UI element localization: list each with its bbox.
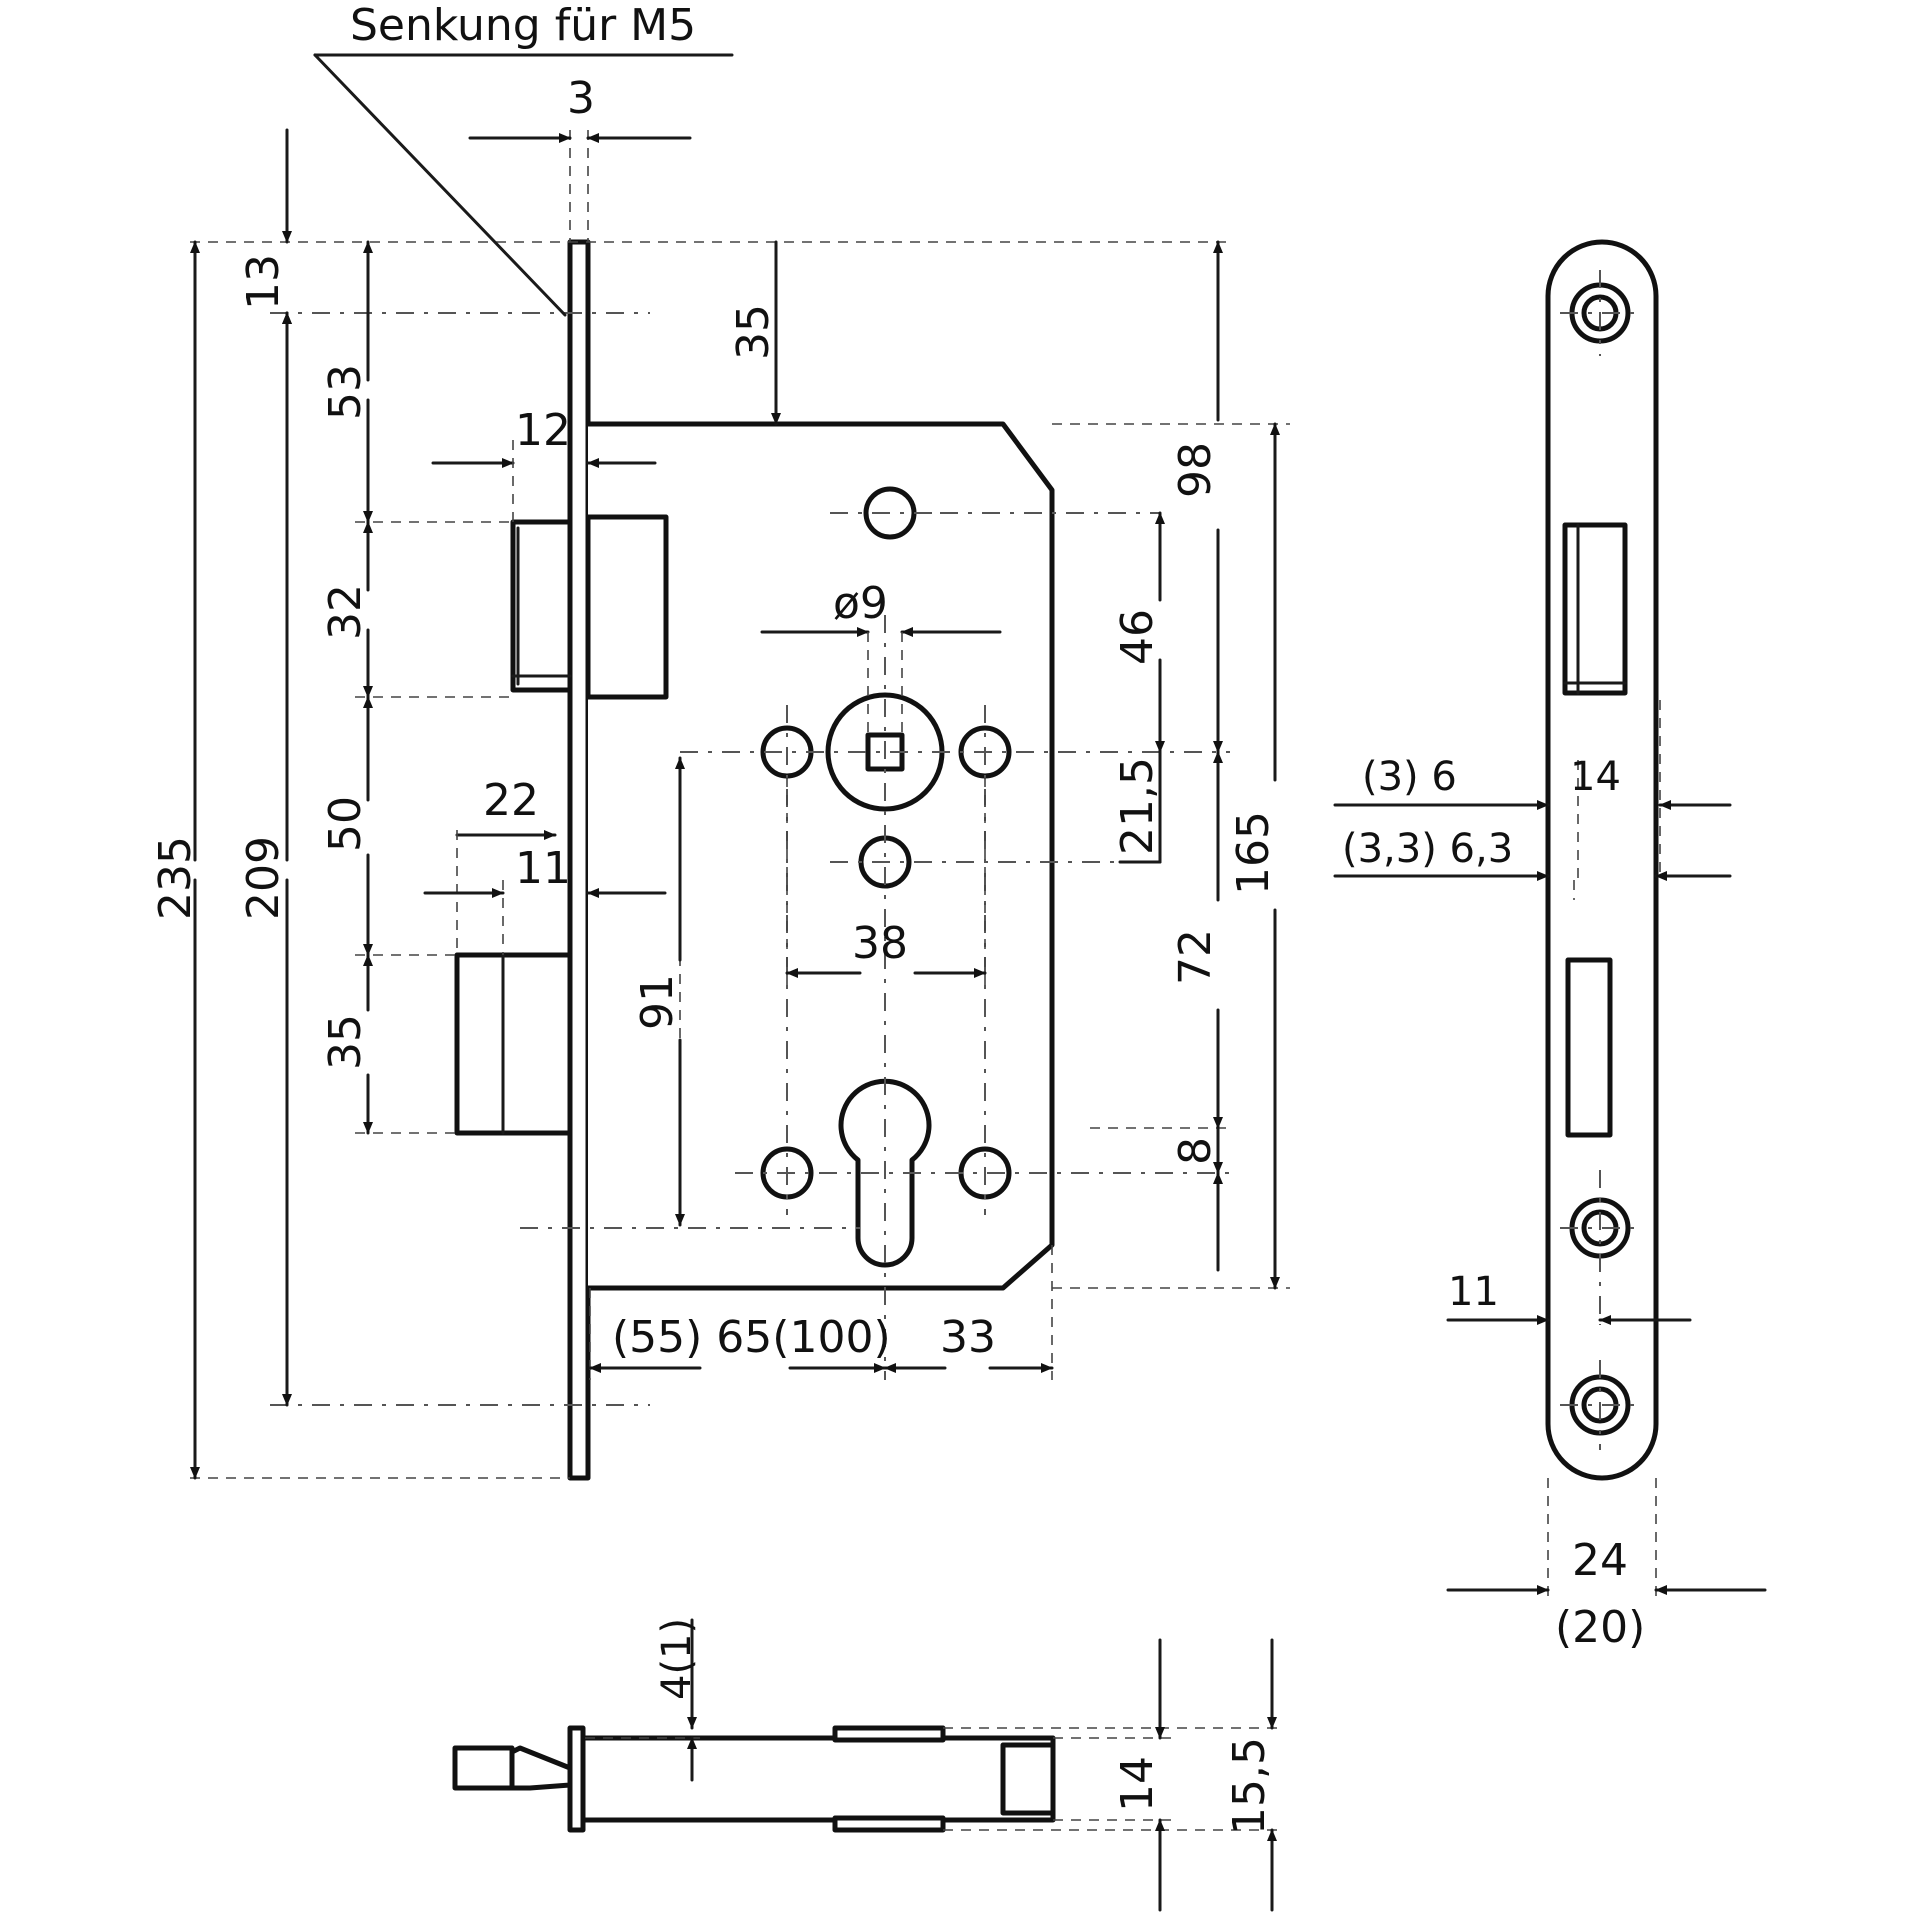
- dim-backset-rest: 33: [940, 1312, 996, 1363]
- dim-cylinder-offset: 8: [1170, 1137, 1221, 1165]
- dim-side-faceplate-width-alt: (20): [1555, 1602, 1645, 1653]
- dim-to-case-top: 35: [728, 304, 779, 360]
- dim-side-faceplate-width: 24: [1572, 1535, 1628, 1586]
- dim-spindle-to-cylinder: 72: [1170, 929, 1221, 985]
- dim-latch-projection: 12: [515, 405, 571, 456]
- dim-overall-height: 235: [150, 836, 201, 920]
- dim-case-height: 165: [1228, 811, 1279, 895]
- dim-bolt-inset: 11: [515, 843, 571, 894]
- latch: [510, 519, 573, 693]
- dim-bolt-height: 35: [320, 1014, 371, 1070]
- faceplate: [567, 239, 591, 1481]
- dim-side-offset-a: (3) 6: [1362, 754, 1457, 800]
- lock-case: [588, 421, 1055, 1291]
- dim-bottom-plate-offset: 4(1): [654, 1618, 700, 1700]
- bottom-view: 4(1) 14 15,5: [452, 1618, 1285, 1912]
- dim-latch-top: 53: [320, 364, 371, 420]
- dim-latch-height: 32: [320, 584, 371, 640]
- dim-bottom-case-depth: 14: [1112, 1756, 1163, 1812]
- deadbolt: [454, 952, 573, 1136]
- dim-latch-to-bolt: 50: [320, 796, 371, 852]
- front-view: Senkung für M5 3 13 235 209 53 32 50 35: [150, 0, 1290, 1481]
- dim-spindle-diameter: ø9: [833, 578, 888, 629]
- dim-top-offset: 13: [238, 254, 289, 310]
- dim-faceplate-thickness: 3: [567, 73, 595, 124]
- dim-side-screw-offset: 11: [1448, 1269, 1499, 1315]
- side-faceplate: [1545, 239, 1659, 1481]
- dim-lower-hole-span: 91: [632, 974, 683, 1030]
- dim-spindle-to-hole: 46: [1112, 609, 1163, 665]
- dim-bottom-overall-depth: 15,5: [1224, 1737, 1275, 1835]
- dim-side-offset-b: (3,3) 6,3: [1342, 826, 1513, 872]
- dim-screw-spacing: 209: [238, 836, 289, 920]
- dim-hole-spacing: 38: [852, 918, 908, 969]
- dim-backset: (55) 65(100): [612, 1312, 891, 1363]
- dim-bolt-projection: 22: [483, 775, 539, 826]
- latch-tongue: [585, 514, 669, 700]
- bottom-case: [580, 1735, 1056, 1823]
- side-view: (3) 6 14 (3,3) 6,3 11 24 (20): [1333, 239, 1767, 1653]
- dim-hole-offset: 21,5: [1112, 757, 1163, 855]
- dim-side-latch-width: 14: [1570, 754, 1621, 800]
- note-countersink: Senkung für M5: [350, 0, 696, 51]
- dim-top-to-spindle: 98: [1170, 442, 1221, 498]
